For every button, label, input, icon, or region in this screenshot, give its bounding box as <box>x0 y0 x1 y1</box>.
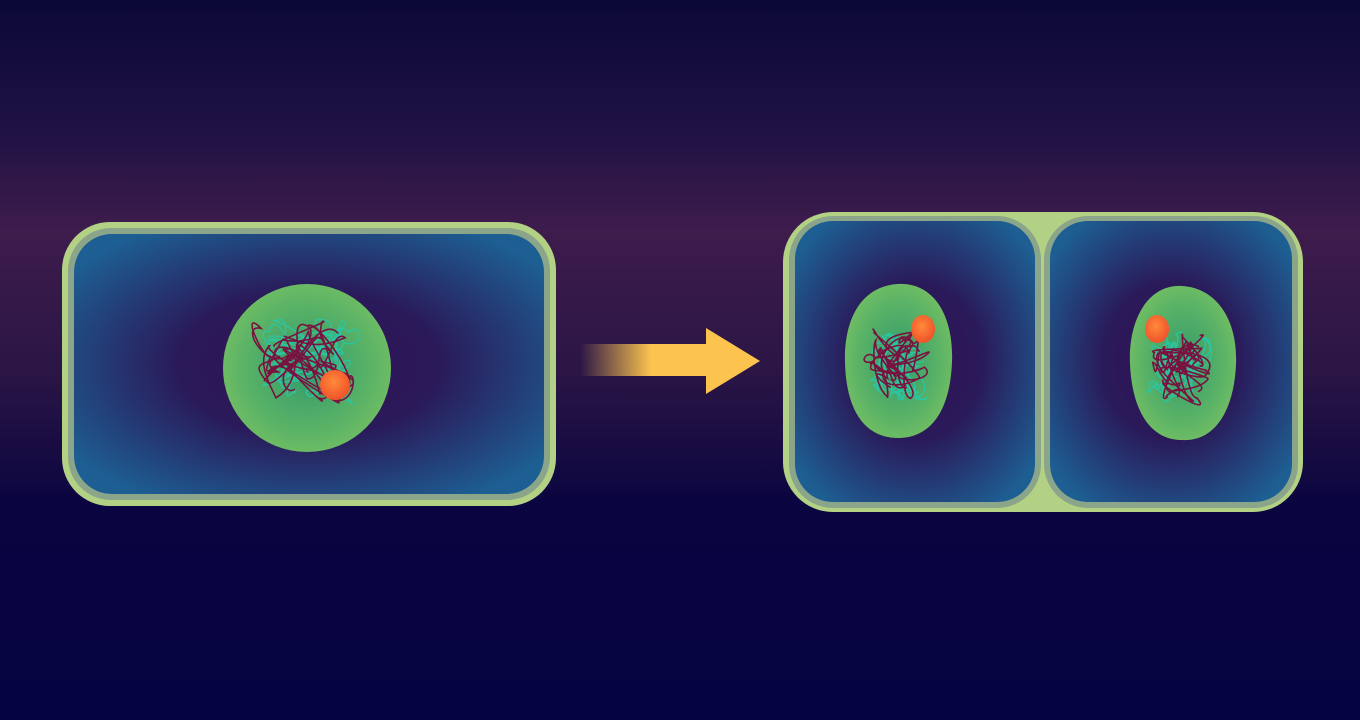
chromatin-strand <box>262 335 347 399</box>
nucleolus-icon <box>911 315 935 343</box>
arrow-right-icon <box>580 328 760 394</box>
chromatin-strand <box>891 333 930 389</box>
chromatin-strand <box>282 324 355 389</box>
chromatin-strand <box>251 322 355 402</box>
nucleus-icon <box>844 283 953 438</box>
chromatin-strand <box>872 337 928 399</box>
chromatin-strand <box>1155 341 1196 402</box>
chromatin-strand <box>870 333 920 396</box>
chromatin-icon <box>1148 331 1212 406</box>
nucleolus-icon <box>1145 315 1169 343</box>
chromatin-strand <box>1162 345 1210 393</box>
chromatin-strand <box>262 331 344 386</box>
parent-cell <box>62 222 556 506</box>
nucleus <box>223 284 391 452</box>
nucleus-icon <box>1129 285 1237 441</box>
chromatin-strand <box>1148 337 1212 398</box>
chromatin-strand <box>258 320 335 384</box>
nucleus-icon <box>223 284 391 452</box>
chromatin-icon <box>863 328 930 401</box>
daughter-cells <box>783 212 1303 512</box>
nucleolus-icon <box>320 370 350 400</box>
chromatin-strand <box>1151 334 1211 378</box>
chromatin-strand <box>1160 333 1204 406</box>
chromatin-strand <box>269 336 322 373</box>
